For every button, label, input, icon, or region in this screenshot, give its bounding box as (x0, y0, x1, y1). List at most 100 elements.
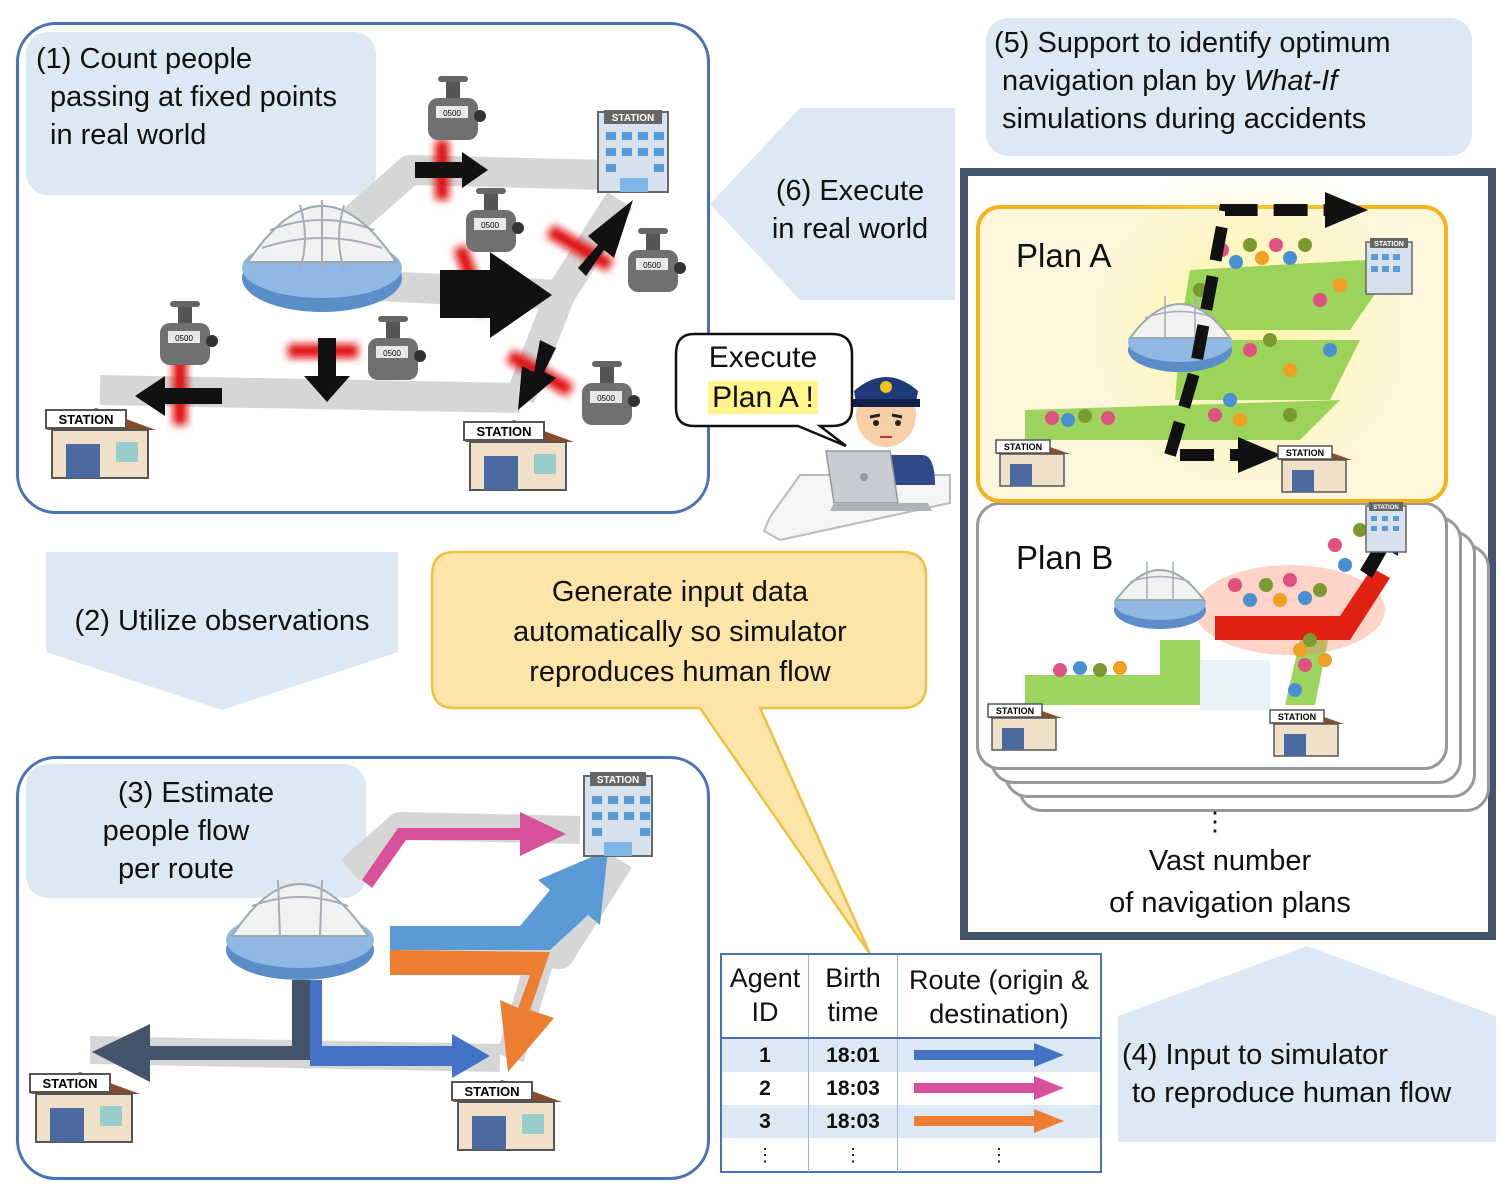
step5-line3: simulations during accidents (1002, 103, 1367, 135)
step1-line2: passing at fixed points (50, 81, 337, 113)
flow-arrows (135, 152, 633, 416)
step1-line3: in real world (50, 119, 207, 151)
step3-label: (3) Estimate people flow per route (26, 764, 366, 898)
table-row-ellipsis: ⋮ ⋮ ⋮ (722, 1138, 1100, 1172)
table-row: 2 18:03 (722, 1072, 1100, 1105)
step3-line1: (3) Estimate (117, 777, 275, 809)
arrowhead (1238, 437, 1281, 473)
callout-line3: reproduces human flow (529, 656, 831, 688)
svg-text:STATION: STATION (58, 412, 113, 427)
station-house-icon: STATION (995, 439, 1070, 487)
step3-line3: per route (117, 853, 235, 885)
svg-text:0500: 0500 (443, 109, 461, 118)
step3-line2: people flow (102, 815, 250, 847)
dome-stadium-icon (1114, 562, 1206, 629)
step4-line1: (4) Input to simulator (1122, 1039, 1388, 1071)
callout-line1: Generate input data (551, 576, 809, 608)
operator-illustration (762, 377, 951, 542)
svg-text:STATION: STATION (996, 706, 1034, 716)
callout-text: Generate input data automatically so sim… (434, 572, 926, 692)
dome-stadium-icon (226, 879, 374, 980)
speech-plan-a: Plan A ! (708, 381, 818, 414)
step3-map-illustration: STATION STATION STATION (29, 772, 653, 1151)
route-blue (390, 850, 608, 950)
svg-text:0500: 0500 (481, 221, 499, 230)
station-house-icon: STATION (451, 1080, 562, 1151)
svg-text:STATION: STATION (1373, 505, 1398, 511)
route-arrow-orange (914, 1109, 1064, 1133)
plan-a-title: Plan A (1016, 237, 1112, 274)
step5-line1: (5) Support to identify optimum (994, 27, 1391, 59)
svg-text:STATION: STATION (476, 424, 531, 439)
step1-map-illustration: 0500 0500 0500 0500 0500 0500 STATION ST… (45, 76, 686, 491)
route-navy (92, 980, 312, 1082)
svg-text:STATION: STATION (464, 1084, 519, 1099)
svg-text:0500: 0500 (643, 261, 661, 270)
plan-a-dashed-arrows (1164, 204, 1330, 461)
step2-label: (2) Utilize observations (74, 605, 370, 637)
table-row: 3 18:03 (722, 1105, 1100, 1138)
svg-text:STATION: STATION (1004, 442, 1042, 452)
station-building-icon: STATION (597, 110, 669, 193)
vast-label: Vast number of navigation plans (1060, 842, 1400, 922)
svg-text:STATION: STATION (1278, 712, 1316, 722)
crowd-people-a (1045, 238, 1347, 427)
station-house-icon: STATION (45, 408, 156, 479)
plan-b-congestion (1195, 565, 1390, 655)
callout-line2: automatically so simulator (513, 616, 847, 648)
vast-dots: ⋮ (1202, 806, 1228, 836)
svg-text:STATION: STATION (612, 113, 654, 124)
station-house-icon: STATION (1277, 445, 1352, 493)
plan-b-title: Plan B (1016, 539, 1114, 576)
dome-stadium-icon (242, 200, 402, 312)
what-if-emphasis: What-If (1243, 65, 1338, 97)
route-orange (390, 950, 554, 1072)
step6-arrow-shape (710, 108, 955, 300)
svg-text:STATION: STATION (597, 775, 639, 786)
step6-label: (6) Execute in real world (760, 172, 940, 248)
route-arrow-pink (914, 1076, 1064, 1100)
callout-shape (430, 550, 928, 955)
speech-line2: Plan A ! (676, 378, 850, 418)
route-arrow-blue (914, 1043, 1064, 1067)
plan-a-route (1025, 258, 1400, 440)
step6-line2: in real world (771, 213, 929, 245)
station-house-icon: STATION (463, 420, 574, 491)
station-house-icon: STATION (987, 703, 1062, 751)
station-building-icon: STATION (1365, 238, 1413, 295)
step4-label: (4) Input to simulator to reproduce huma… (1122, 1036, 1498, 1112)
speech-bubble: Execute Plan A ! (676, 338, 850, 418)
step4-arrow-shape (1118, 946, 1496, 1142)
route-royal (310, 980, 490, 1078)
station-building-icon: STATION (1365, 502, 1407, 553)
step5-label: (5) Support to identify optimum navigati… (986, 18, 1472, 156)
plan-b-illustration: STATION STATION STATION (987, 502, 1407, 757)
table-row: 1 18:01 (722, 1039, 1100, 1072)
vast-line2: of navigation plans (1109, 887, 1351, 919)
laptop-icon (825, 450, 932, 511)
svg-text:STATION: STATION (42, 1076, 97, 1091)
station-building-icon: STATION (583, 772, 653, 857)
step5-line2: navigation plan by What-If (1002, 65, 1338, 97)
step4-line2: to reproduce human flow (1132, 1077, 1452, 1109)
step6-line1: (6) Execute (775, 175, 925, 207)
step1-label: (1) Count people passing at fixed points… (26, 32, 376, 195)
crowd-people-b (1053, 523, 1367, 697)
svg-text:STATION: STATION (1374, 241, 1404, 248)
route-pink (362, 812, 566, 888)
arrowhead (1325, 192, 1368, 228)
vast-line1: Vast number (1148, 845, 1312, 877)
step2-arrow-shape (46, 552, 398, 710)
station-house-icon: STATION (1269, 709, 1344, 757)
plan-a-illustration: STATION STATION STATION (995, 180, 1420, 500)
speech-line1: Execute (708, 341, 818, 374)
step1-line1: (1) Count people (36, 43, 253, 75)
route-arrows (92, 812, 608, 1082)
header-route: Route (origin &destination) (908, 965, 1090, 1029)
svg-text:STATION: STATION (1286, 448, 1324, 458)
counter-devices: 0500 0500 0500 0500 0500 0500 (160, 76, 686, 425)
